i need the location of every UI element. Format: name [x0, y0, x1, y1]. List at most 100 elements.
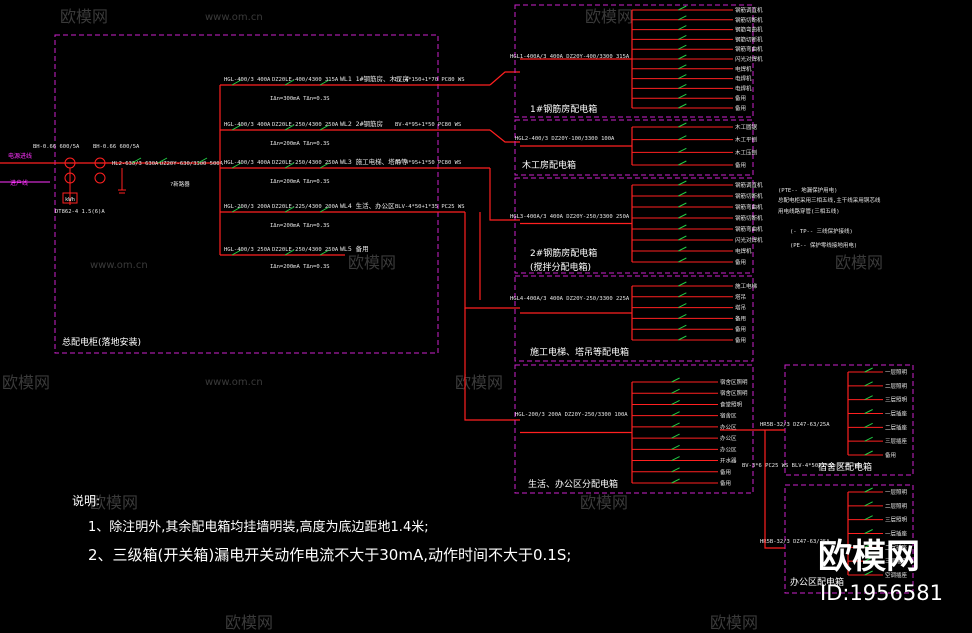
switch-symbol — [678, 324, 687, 330]
switch-symbol — [678, 292, 687, 298]
circuit-label: 钢筋弯曲机 — [735, 26, 763, 34]
branch-row: HGL-200/3 200A DZ20LE-225/4300 200A WL4 … — [220, 201, 465, 229]
watermark-site: www.om.cn — [205, 377, 263, 388]
watermark-brand: 欧模网 — [60, 7, 108, 26]
branch-rcd: DZ20LE-250/4300 250A — [272, 247, 339, 253]
branch-cable: BV-4*95+1*50 PC80 WS — [395, 122, 461, 128]
sub-box-title: 2#钢筋房配电箱 — [530, 247, 597, 259]
switch-symbol — [678, 257, 687, 263]
brand-logo: 欧模网 — [818, 537, 920, 577]
incoming-section: 电源进线 进户线 BH-0.66 600/5A BH-0.66 600/5A k… — [0, 144, 224, 215]
legend-line: (PTE-- 地漏保护用电) — [778, 186, 838, 194]
circuit-label: 塔吊 — [735, 293, 746, 301]
circuit-label: 办公区 — [720, 434, 737, 442]
branch-breaker: HGL-400/3 400A — [224, 160, 271, 166]
sub-box-frame — [784, 484, 914, 594]
circuit-label: 钢筋弯曲机 — [735, 45, 763, 53]
circuit-label: 二层插座 — [885, 423, 908, 431]
circuit-label: 木工平刨 — [735, 136, 758, 144]
switch-symbol — [671, 399, 680, 405]
sub-box-title: 施工电梯、塔吊等配电箱 — [530, 346, 629, 358]
watermark-brand: 欧模网 — [835, 253, 883, 272]
switch-symbol — [678, 202, 687, 208]
sub-box-title: 生活、办公区分配电箱 — [528, 478, 618, 490]
circuit-label: 电焊机 — [735, 84, 752, 92]
circuit-label: 闪光对焊机 — [735, 55, 763, 63]
branch-row: HGL-400/3 400A DZ20LE-250/4300 250A WL2 … — [220, 119, 490, 147]
watermark-layer: 欧模网 www.om.cn 欧模网 www.om.cn 欧模网 欧模网 欧模网 … — [2, 7, 883, 632]
branch-row: HGL-400/3 250A DZ20LE-250/4300 250A WL5 … — [220, 244, 369, 270]
sub-box-frame — [514, 275, 754, 362]
legend: (PTE-- 地漏保护用电) 总配电柜采用三相五线,主干线采用铜芯线 用电线路穿… — [778, 186, 881, 249]
circuit-label: 二层照明 — [885, 383, 908, 390]
switch-symbol — [671, 456, 680, 462]
circuit-label: 三层插座 — [885, 437, 908, 445]
switch-symbol — [678, 147, 687, 153]
circuit-label: 电焊机 — [735, 75, 752, 83]
watermark-site: www.om.cn — [90, 260, 148, 271]
switch-symbol — [197, 157, 208, 164]
circuit-label: 备用 — [720, 468, 731, 476]
circuit-label: 备用 — [735, 258, 746, 266]
circuit-label: 备用 — [735, 314, 746, 322]
circuit-label: 开水器 — [720, 457, 737, 465]
circuit-label: 钢筋切断机 — [735, 214, 763, 222]
isolator-label: HL2-630/3 630A — [112, 161, 159, 167]
switch-symbol — [678, 74, 687, 80]
circuit-label: 电焊机 — [735, 247, 752, 255]
brand-id: ID:1956581 — [820, 581, 943, 605]
switch-symbol — [678, 281, 687, 287]
branch-breaker: HGL-400/3 250A — [224, 247, 271, 253]
sub-box-frame — [514, 119, 754, 176]
ct-symbol — [94, 157, 106, 169]
incoming-label: 进户线 — [10, 179, 28, 187]
switch-symbol — [671, 433, 680, 439]
watermark-brand: 欧模网 — [585, 7, 633, 26]
switch-symbol — [864, 529, 873, 534]
circuit-label: 施工电梯 — [735, 282, 758, 290]
circuit-label: 钢筋调直机 — [735, 6, 763, 14]
sub-box-title: 木工房配电箱 — [522, 159, 576, 171]
sub-box-title: 宿舍区配电箱 — [818, 461, 872, 473]
switch-symbol — [864, 409, 873, 414]
sub-box-feed: HGL4-400A/3 400A DZ20Y-250/3300 225A — [510, 296, 630, 302]
switch-symbol — [671, 422, 680, 428]
circuit-label: 备用 — [735, 325, 746, 333]
circuit-label: 钢筋切断机 — [735, 192, 763, 200]
circuit-label: 办公区 — [720, 423, 737, 431]
circuit-label: 木工压刨 — [735, 148, 758, 156]
switch-symbol — [157, 157, 168, 164]
sub-box-spec: BV-3*6 PC25 WS BLV-4*50+1*35 PC25 WS — [742, 463, 861, 469]
switch-symbol — [671, 411, 680, 417]
switch-symbol — [678, 235, 687, 241]
switch-symbol — [678, 5, 687, 11]
switch-symbol — [678, 303, 687, 309]
main-breaker-note: ?新路器 — [170, 180, 190, 188]
note-item: 1、除注明外,其余配电箱均挂墙明装,高度为底边距地1.4米; — [88, 519, 429, 535]
switch-symbol — [864, 515, 873, 521]
sub-box-circuits: 钢筋调直机钢筋切断机钢筋弯曲机钢筋切断机钢筋弯曲机闪光对焊机电焊机电焊机电焊机备… — [520, 5, 908, 579]
circuit-label: 办公区 — [720, 445, 737, 453]
circuit-label: 闪光对焊机 — [735, 236, 763, 244]
sub-box-feed: HGL-200/3 200A DZ20Y-250/3300 100A — [515, 412, 628, 418]
circuit-label: 宿舍区照明 — [720, 389, 748, 397]
circuit-label: 一层插座 — [885, 530, 908, 538]
circuit-label: 三层插座 — [885, 557, 908, 565]
circuit-label: 备用 — [735, 104, 746, 112]
feeder-lines — [720, 429, 785, 549]
switch-symbol — [864, 367, 873, 373]
switch-symbol — [678, 83, 687, 89]
sub-box-feed: HGL1-400A/3 400A DZ20Y-400/3300 315A — [510, 54, 630, 60]
legend-line: 用电线路穿管(三相五线) — [778, 207, 840, 215]
switch-symbol — [671, 388, 680, 394]
kwh-meter — [62, 192, 78, 204]
circuit-label: 备用 — [735, 336, 746, 344]
circuit-label: 一层插座 — [885, 410, 908, 418]
switch-symbol — [678, 93, 687, 99]
sub-box-title: 办公区配电箱 — [790, 576, 844, 588]
switch-symbol — [678, 213, 687, 219]
switch-symbol — [864, 450, 873, 456]
meter-model: DT862-4 1.5(6)A — [55, 209, 105, 215]
circuit-label: 钢筋切断机 — [735, 16, 763, 24]
